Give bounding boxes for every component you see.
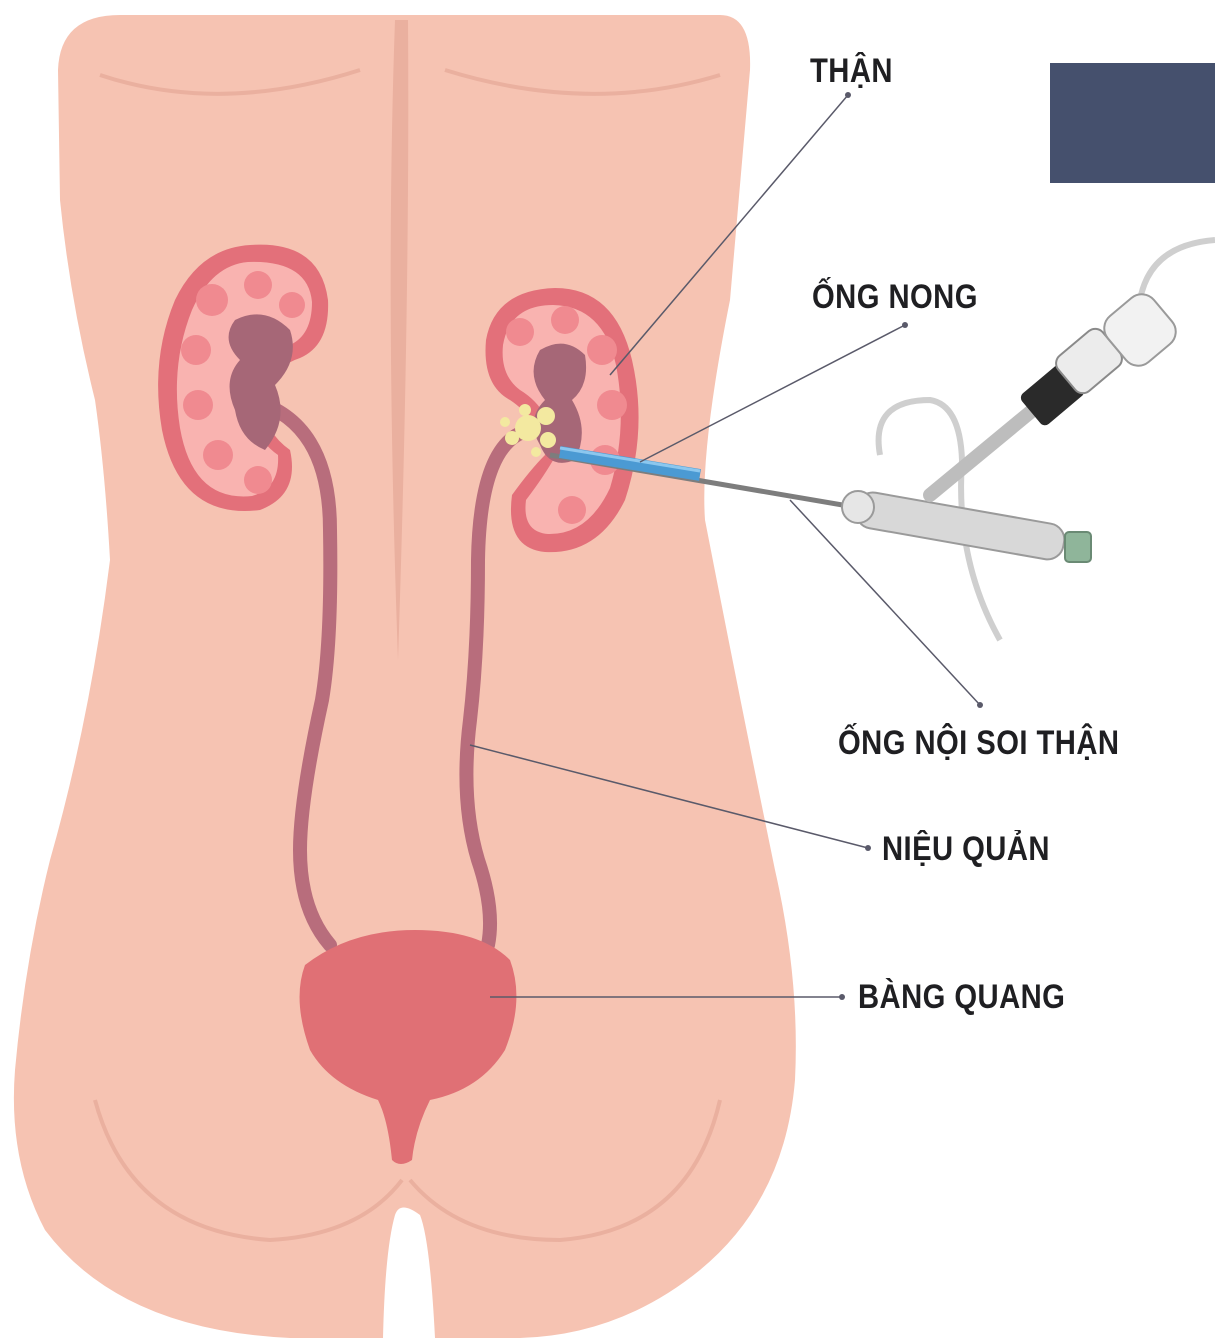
corner-box: [1050, 63, 1215, 183]
kidney-left-pyramid: [279, 292, 305, 318]
scope-connector: [842, 491, 874, 523]
kidney-stone: [540, 432, 556, 448]
label-nephroscope: ỐNG NỘI SOI THẬN: [838, 724, 1119, 763]
scope-cable-loop: [879, 400, 962, 460]
kidney-stone: [531, 447, 541, 457]
kidney-left-pyramid: [196, 284, 228, 316]
leader-dot-nephroscope: [977, 702, 983, 708]
kidney-stone: [500, 417, 510, 427]
leader-dot-bladder: [839, 994, 845, 1000]
leader-dot-ureter: [865, 845, 871, 851]
label-kidney: THẬN: [810, 52, 893, 91]
kidney-stone: [505, 431, 519, 445]
scope-light-cable: [1140, 240, 1215, 300]
kidney-stone: [519, 404, 531, 416]
leader-dot-kidney: [845, 92, 851, 98]
kidney-right-pyramid: [587, 335, 617, 365]
kidney-right-pyramid: [558, 496, 586, 524]
leader-dot-sheath: [902, 322, 908, 328]
kidney-left-pyramid: [244, 466, 272, 494]
label-sheath: ỐNG NONG: [812, 278, 978, 317]
kidney-left-pyramid: [183, 390, 213, 420]
label-ureter: NIỆU QUẢN: [882, 830, 1050, 869]
label-bladder: BÀNG QUANG: [858, 978, 1065, 1017]
kidney-left-pyramid: [244, 271, 272, 299]
scope-eyepiece-cap: [1065, 532, 1091, 562]
kidney-left-pyramid: [203, 440, 233, 470]
kidney-stone: [537, 407, 555, 425]
scope-arm: [930, 400, 1045, 495]
kidney-left-pyramid: [181, 335, 211, 365]
kidney-right-pyramid: [597, 390, 627, 420]
kidney-right-pyramid: [551, 306, 579, 334]
kidney-right-pyramid: [506, 318, 534, 346]
